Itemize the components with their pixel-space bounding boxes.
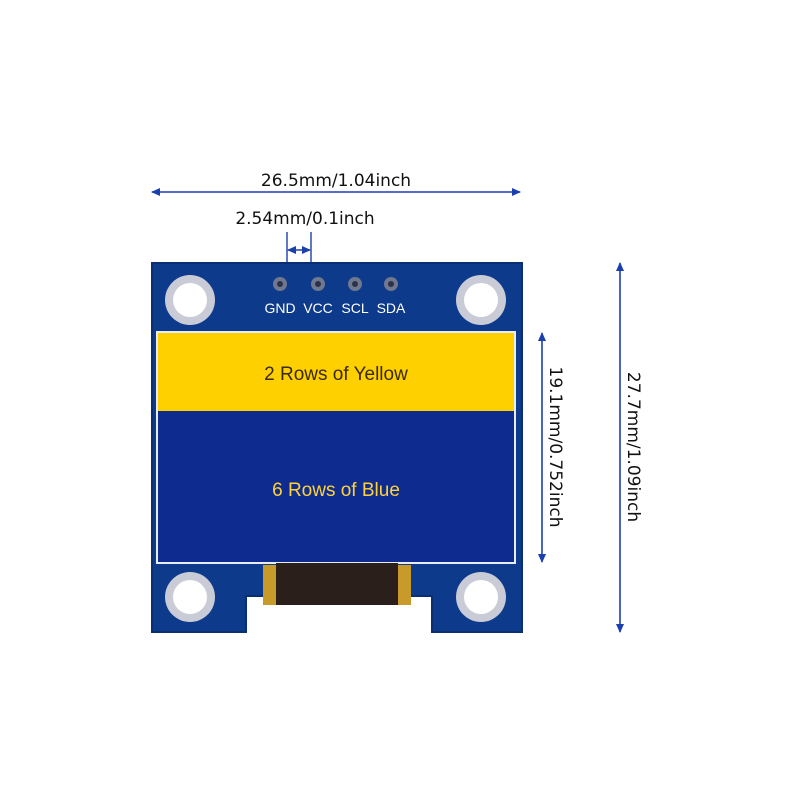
display-yellow-zone <box>158 333 514 411</box>
board-height-label: 27.7mm/1.09inch <box>623 372 643 522</box>
pin-scl: SCL <box>341 277 369 316</box>
pin-label-vcc: VCC <box>303 300 333 316</box>
yellow-zone-label: 2 Rows of Yellow <box>264 364 408 385</box>
pin-label-scl: SCL <box>341 300 368 316</box>
display-height-label: 19.1mm/0.752inch <box>545 367 565 528</box>
blue-zone-label: 6 Rows of Blue <box>272 480 400 501</box>
width-dimension-label: 26.5mm/1.04inch <box>261 171 411 191</box>
pin-sda: SDA <box>377 277 406 316</box>
pin-label-gnd: GND <box>264 300 295 316</box>
mounting-hole-top-right <box>456 275 506 325</box>
mounting-hole-bottom-right <box>456 572 506 622</box>
mounting-hole-bottom-left <box>165 572 215 622</box>
display-blue-zone <box>158 411 514 562</box>
header-pins: GND VCC SCL SDA <box>264 277 406 316</box>
width-dimension: 26.5mm/1.04inch <box>151 171 521 196</box>
display-height-dimension: 19.1mm/0.752inch <box>538 332 565 563</box>
pin-label-sda: SDA <box>377 300 406 316</box>
mounting-hole-top-left <box>165 275 215 325</box>
ribbon-connector <box>263 563 411 605</box>
board-height-dimension: 27.7mm/1.09inch <box>616 262 643 633</box>
ribbon-body <box>276 563 398 605</box>
pin-gnd: GND <box>264 277 296 316</box>
pin-vcc: VCC <box>303 277 333 316</box>
pin-pitch-label: 2.54mm/0.1inch <box>235 209 374 229</box>
